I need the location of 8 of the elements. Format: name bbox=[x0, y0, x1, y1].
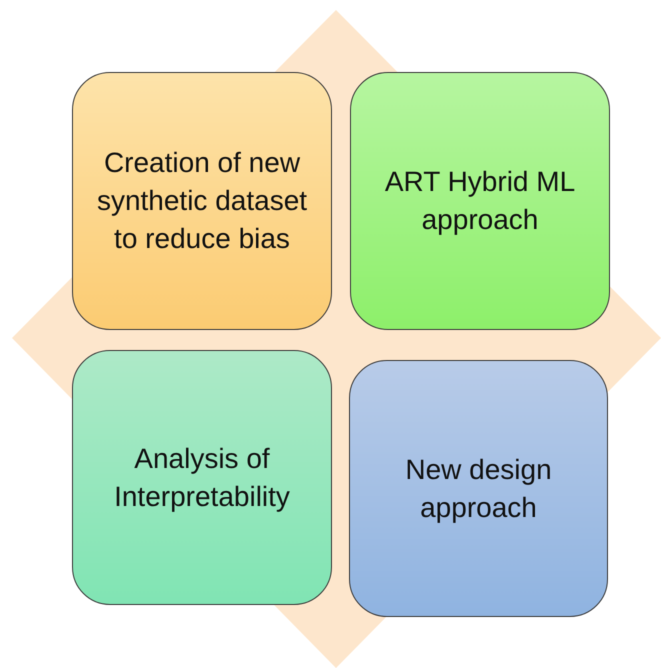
box-label: Analysis of Interpretability bbox=[113, 442, 291, 514]
rounded-box bbox=[349, 360, 608, 617]
rounded-box bbox=[72, 350, 332, 605]
rounded-box bbox=[72, 72, 332, 330]
box-label: Creation of new synthetic dataset to reduce bias bbox=[96, 146, 308, 256]
box-label: ART Hybrid ML approach bbox=[384, 165, 576, 237]
box-label: New design approach bbox=[404, 452, 553, 525]
rounded-box bbox=[350, 72, 610, 330]
